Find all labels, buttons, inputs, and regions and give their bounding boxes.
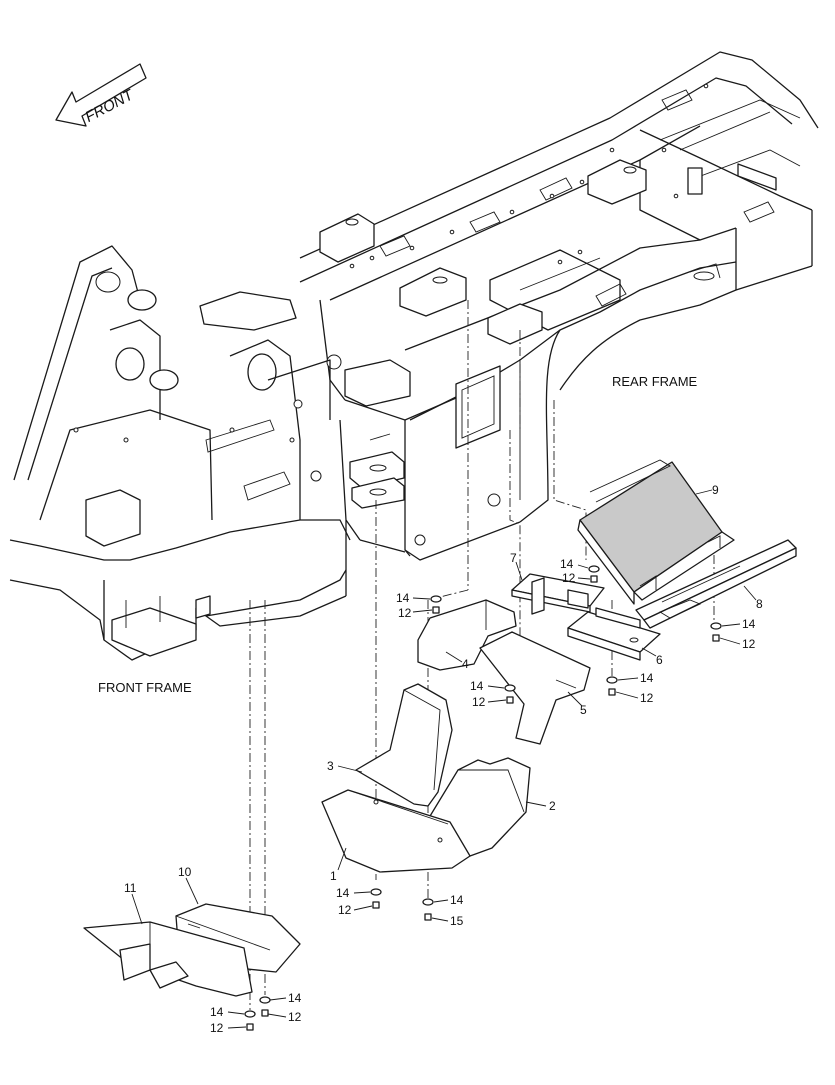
fastener-group-b — [588, 565, 600, 583]
callout-14-h: 14 — [288, 991, 302, 1005]
rear-frame-label: REAR FRAME — [612, 374, 698, 389]
callout-14-d: 14 — [640, 671, 654, 685]
fastener-group-c — [504, 684, 516, 704]
callout-12-c: 12 — [472, 695, 486, 709]
fastener-group-e — [710, 622, 722, 642]
callout-2: 2 — [549, 799, 556, 813]
callout-5: 5 — [580, 703, 587, 717]
callout-10: 10 — [178, 865, 192, 879]
part-1-guard — [321, 789, 471, 873]
leader-lines — [131, 489, 757, 1029]
part-6-plate — [567, 607, 661, 661]
callout-7: 7 — [510, 551, 517, 565]
callout-12-i: 12 — [210, 1021, 224, 1035]
callout-4: 4 — [462, 657, 469, 671]
fastener-group-d — [606, 676, 618, 696]
callout-1: 1 — [330, 869, 337, 883]
callout-14-i: 14 — [210, 1005, 224, 1019]
rear-frame: REAR FRAME — [299, 51, 819, 523]
fastener-group-h — [259, 996, 271, 1017]
front-frame-label: FRONT FRAME — [98, 680, 192, 695]
callout-14-g: 14 — [450, 893, 464, 907]
fasteners — [244, 565, 722, 1031]
callout-12-b: 12 — [562, 571, 576, 585]
part-9-cover — [577, 459, 735, 605]
callout-14-a: 14 — [396, 591, 410, 605]
fastener-group-g — [422, 898, 434, 921]
part-7-plate — [511, 573, 605, 615]
callout-14-f: 14 — [336, 886, 350, 900]
part-11-guard — [83, 921, 253, 997]
callout-numbers: 1 2 3 4 5 6 7 8 9 10 11 14 12 14 12 14 1… — [124, 483, 763, 1035]
callout-9: 9 — [712, 483, 719, 497]
fastener-group-i — [244, 1010, 256, 1031]
part-5-guard — [479, 631, 591, 745]
callout-14-c: 14 — [470, 679, 484, 693]
front-frame: FRONT FRAME — [9, 245, 351, 695]
callout-12-e: 12 — [742, 637, 756, 651]
callout-12-d: 12 — [640, 691, 654, 705]
callout-14-b: 14 — [560, 557, 574, 571]
fastener-group-f — [370, 888, 382, 909]
part-3-guard — [355, 683, 453, 807]
callout-12-f: 12 — [338, 903, 352, 917]
center-section — [319, 299, 521, 561]
callout-15: 15 — [450, 914, 464, 928]
callout-12-a: 12 — [398, 606, 412, 620]
callout-8: 8 — [756, 597, 763, 611]
front-direction-arrow: FRONT — [55, 63, 147, 127]
rail-bolt-holes — [349, 83, 709, 269]
part-8-rail — [635, 539, 797, 629]
callout-11: 11 — [124, 881, 137, 895]
callout-6: 6 — [656, 653, 663, 667]
fastener-group-a — [430, 595, 442, 614]
callout-3: 3 — [327, 759, 334, 773]
callout-14-e: 14 — [742, 617, 756, 631]
callout-12-h: 12 — [288, 1010, 302, 1024]
